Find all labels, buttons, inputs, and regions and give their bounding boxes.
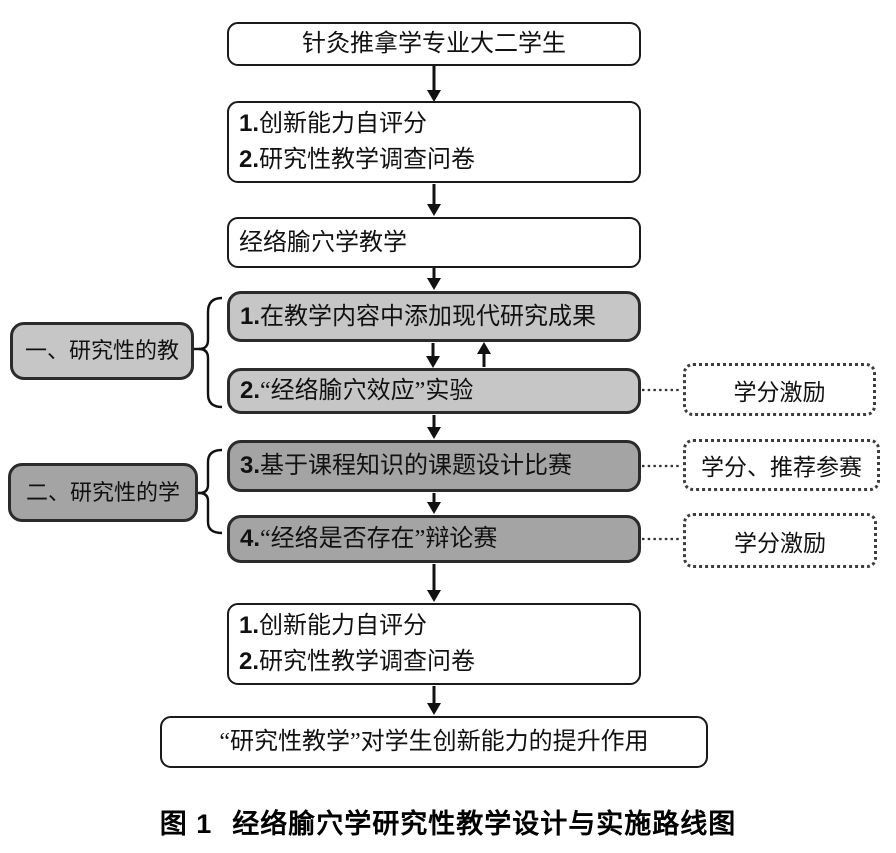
item-number: 1. (239, 110, 260, 137)
figure-number: 图 1 (159, 809, 213, 839)
item-number: 3. (240, 452, 261, 479)
course-label: 经络腧穴学教学 (239, 229, 407, 256)
incentive-contest-label: 学分、推荐参赛 (701, 455, 862, 480)
arrow-posttest-to-outcome (427, 686, 441, 715)
item-number: 4. (240, 525, 261, 552)
course-box: 经络腧穴学教学 (227, 217, 641, 268)
brace-teach (198, 296, 223, 409)
incentive-contest-box: 学分、推荐参赛 (683, 439, 880, 491)
figure-caption: 图 1 经络腧穴学研究性教学设计与实施路线图 (0, 802, 896, 841)
teach-step2-text: “经络腧穴效应”实验 (260, 378, 474, 404)
learn-step3-box: 3.基于课程知识的课题设计比赛 (227, 440, 641, 492)
side-label-learn-box: 二、研究性的学 (8, 463, 198, 522)
learn-step4-line: 4.“经络是否存在”辩论赛 (240, 521, 628, 557)
arrow-step2-to-step3 (427, 415, 441, 439)
item-number: 2. (240, 377, 261, 404)
figure-title: 经络腧穴学研究性教学设计与实施路线图 (232, 809, 737, 839)
brace-learn (198, 448, 223, 535)
pretest-text-2: 研究性教学调查问卷 (259, 147, 476, 173)
learn-step3-line: 3.基于课程知识的课题设计比赛 (240, 448, 628, 484)
teach-step2-line: 2.“经络腧穴效应”实验 (240, 373, 628, 409)
incentive-experiment-box: 学分激励 (683, 363, 876, 416)
arrow-course-to-step1 (427, 268, 441, 290)
teach-step1-box: 1.在教学内容中添加现代研究成果 (227, 291, 641, 342)
outcome-box: “研究性教学”对学生创新能力的提升作用 (160, 716, 708, 768)
arrow-pretest-to-course (427, 184, 441, 216)
incentive-debate-label: 学分激励 (734, 530, 826, 556)
item-number: 2. (239, 648, 260, 675)
posttest-text-2: 研究性教学调查问卷 (259, 649, 476, 675)
arrow-students-to-pretest (427, 66, 441, 102)
pretest-box: 1.创新能力自评分 2.研究性教学调查问卷 (227, 101, 641, 183)
students-label: 针灸推拿学专业大二学生 (302, 31, 566, 57)
arrow-step2-to-step1-up (477, 342, 491, 367)
pretest-line-1: 1.创新能力自评分 (239, 106, 629, 142)
arrow-step1-to-step2-down (426, 343, 440, 368)
posttest-text-1: 创新能力自评分 (259, 613, 428, 639)
arrow-step3-to-step4 (427, 493, 441, 514)
outcome-label: “研究性教学”对学生创新能力的提升作用 (219, 729, 649, 755)
item-number: 1. (240, 302, 261, 330)
item-number: 1. (239, 612, 260, 639)
students-box: 针灸推拿学专业大二学生 (227, 22, 641, 66)
pretest-line-2: 2.研究性教学调查问卷 (239, 142, 629, 178)
arrow-step4-to-posttest (427, 564, 441, 602)
teach-step1-line: 1.在教学内容中添加现代研究成果 (240, 299, 628, 335)
learn-step4-text: “经络是否存在”辩论赛 (260, 526, 498, 552)
posttest-line-2: 2.研究性教学调查问卷 (239, 644, 629, 680)
learn-step4-box: 4.“经络是否存在”辩论赛 (227, 515, 641, 563)
posttest-box: 1.创新能力自评分 2.研究性教学调查问卷 (227, 603, 641, 685)
learn-step3-text: 基于课程知识的课题设计比赛 (260, 453, 573, 479)
side-label-learn: 二、研究性的学 (25, 479, 180, 505)
item-number: 2. (239, 146, 260, 173)
side-label-teach-box: 一、研究性的教 (10, 322, 194, 380)
side-label-teach: 一、研究性的教 (24, 338, 179, 363)
incentive-experiment-label: 学分激励 (733, 379, 826, 405)
teach-step1-text: 在教学内容中添加现代研究成果 (260, 303, 597, 330)
posttest-line-1: 1.创新能力自评分 (239, 608, 629, 644)
incentive-debate-box: 学分激励 (683, 513, 877, 568)
pretest-text-1: 创新能力自评分 (259, 111, 428, 137)
teach-step2-box: 2.“经络腧穴效应”实验 (227, 368, 641, 414)
